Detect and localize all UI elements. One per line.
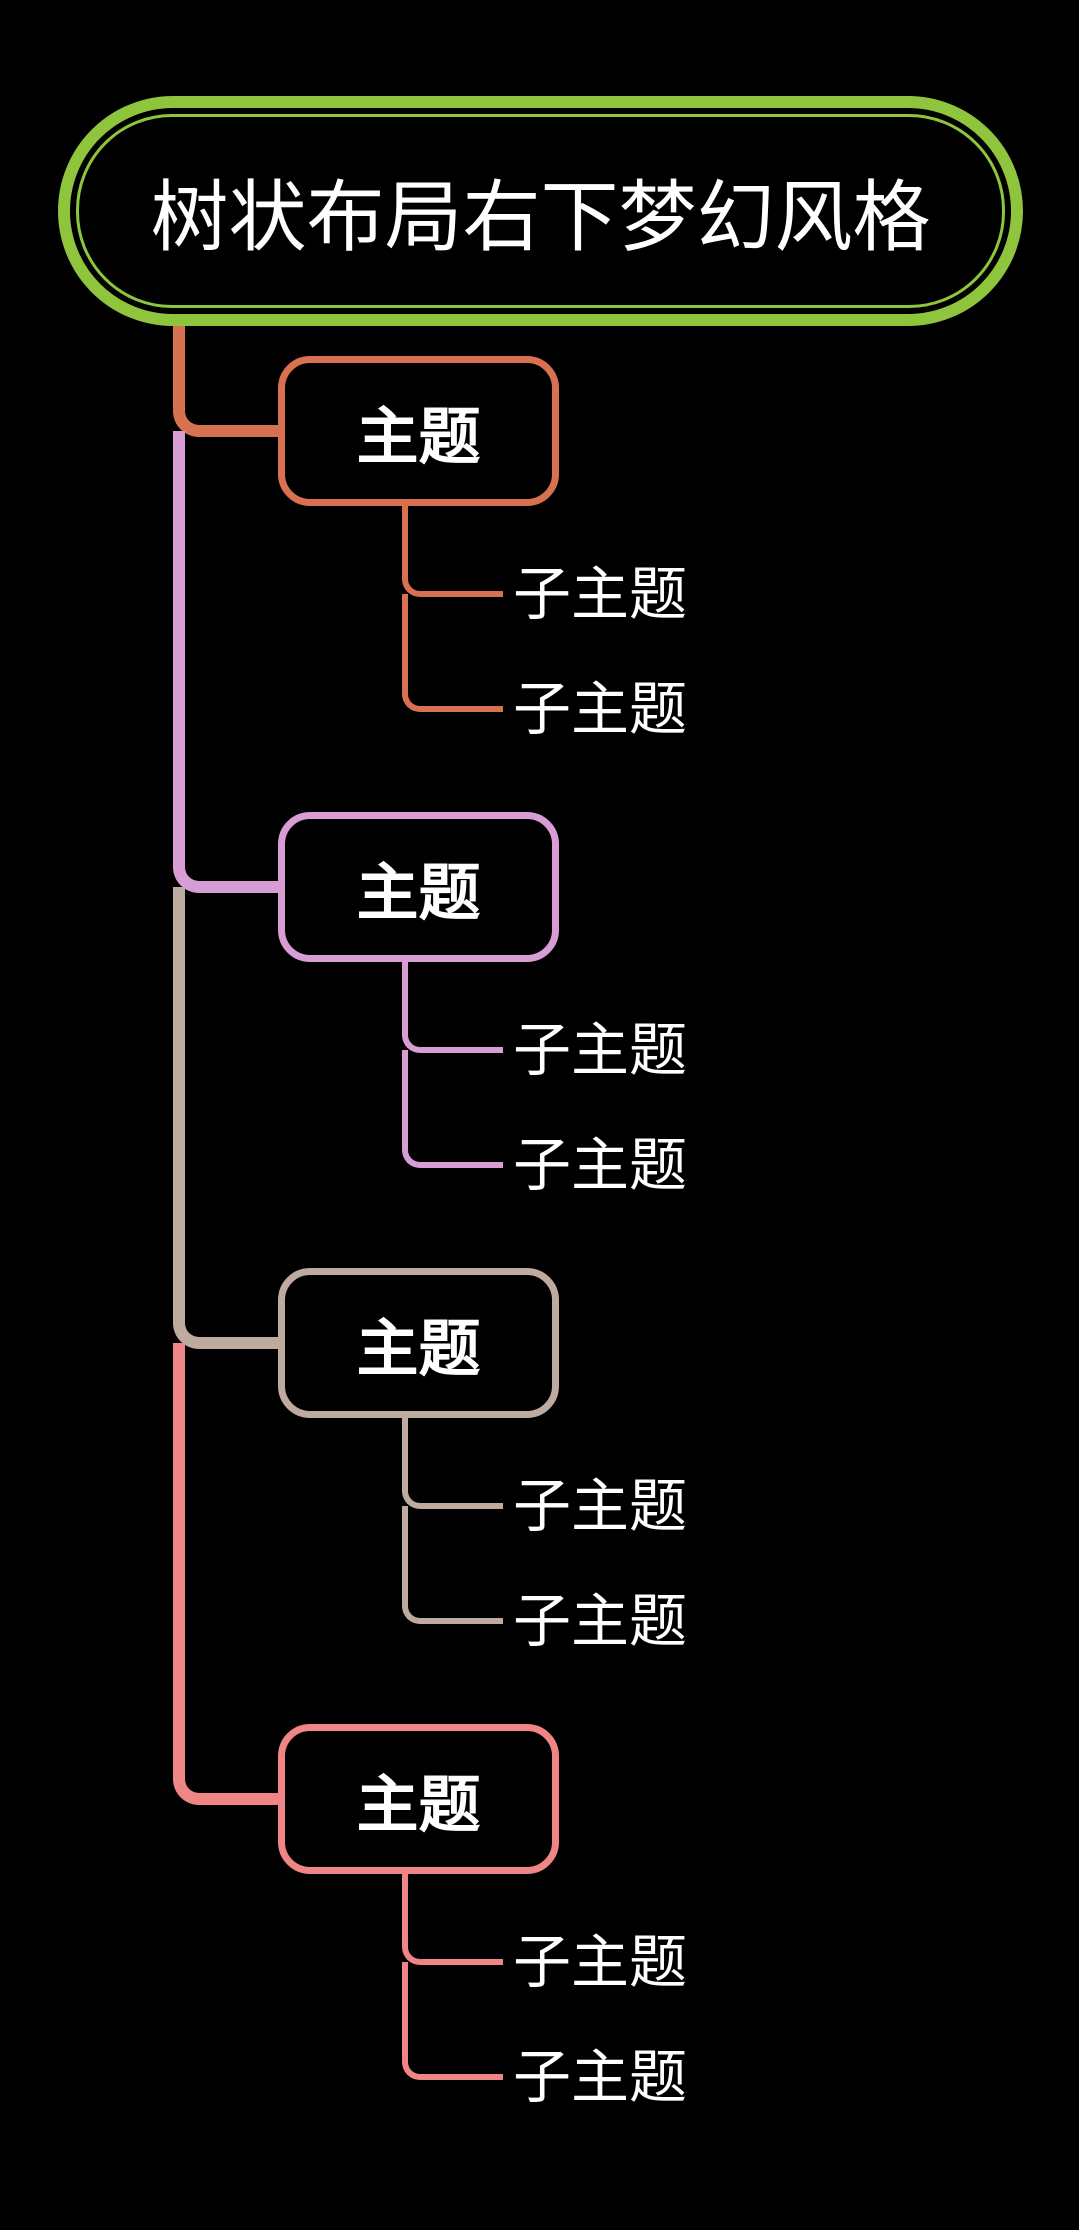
trunk-connector-topic-4: [173, 1343, 284, 1805]
subtopic-connector-1-2: [402, 594, 503, 712]
subtopic-label-2-2[interactable]: 子主题: [513, 1131, 688, 1199]
topic-label-2: 主题: [356, 856, 481, 929]
topic-label-4: 主题: [356, 1768, 481, 1841]
topic-label-3: 主题: [356, 1312, 481, 1385]
subtopic-label-3-2[interactable]: 子主题: [513, 1587, 688, 1655]
subtopic-connector-3-1: [402, 1413, 503, 1509]
topic-node-4[interactable]: 主题: [278, 1724, 559, 1874]
subtopic-connector-2-1: [402, 957, 503, 1053]
trunk-connector-topic-1: [173, 322, 284, 437]
subtopic-connector-4-2: [402, 1962, 503, 2080]
subtopic-connector-2-2: [402, 1050, 503, 1168]
subtopic-connector-1-1: [402, 501, 503, 597]
trunk-connector-topic-3: [173, 887, 284, 1349]
topic-node-2[interactable]: 主题: [278, 812, 559, 962]
topic-node-3[interactable]: 主题: [278, 1268, 559, 1418]
subtopic-label-4-2[interactable]: 子主题: [513, 2043, 688, 2111]
root-topic-title: 树状布局右下梦幻风格: [150, 173, 931, 263]
subtopic-label-4-1[interactable]: 子主题: [513, 1928, 688, 1996]
subtopic-label-1-1[interactable]: 子主题: [513, 560, 688, 628]
topic-node-1[interactable]: 主题: [278, 356, 559, 506]
subtopic-connector-3-2: [402, 1506, 503, 1624]
subtopic-label-2-1[interactable]: 子主题: [513, 1016, 688, 1084]
subtopic-label-1-2[interactable]: 子主题: [513, 675, 688, 743]
subtopic-connector-4-1: [402, 1869, 503, 1965]
topic-label-1: 主题: [356, 400, 481, 473]
subtopic-label-3-1[interactable]: 子主题: [513, 1472, 688, 1540]
trunk-connector-topic-2: [173, 431, 284, 893]
root-topic-node[interactable]: 树状布局右下梦幻风格: [58, 96, 1023, 326]
